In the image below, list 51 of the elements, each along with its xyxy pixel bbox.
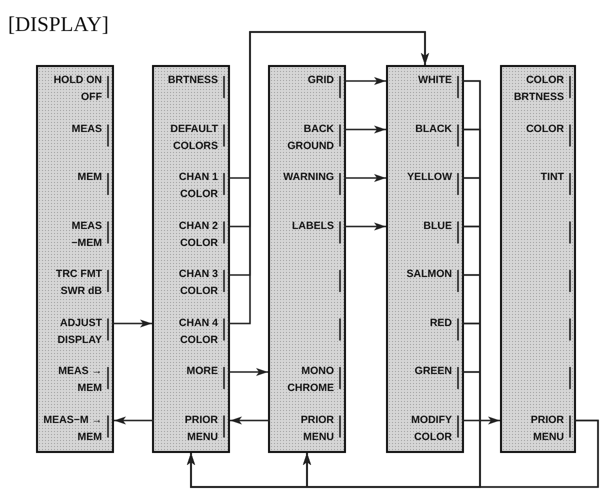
softkey-label: MORE — [154, 363, 228, 380]
softkey-label: WHITE — [388, 72, 462, 89]
softkey-label: GREEN — [388, 363, 462, 380]
arrow — [228, 31, 429, 324]
softkey-label: CHAN 1 COLOR — [154, 169, 228, 203]
softkey-label: WARNING — [270, 169, 344, 186]
arrow — [344, 77, 386, 85]
softkey-label: MEAS — [38, 120, 112, 138]
arrow — [112, 320, 152, 328]
softkey-label: MEAS −MEM — [38, 218, 112, 252]
softkey-label: MEAS−M → MEM — [38, 412, 112, 446]
softkey-label: BLACK — [388, 120, 462, 138]
softkey-label: TINT — [502, 169, 574, 186]
softkey-label: MEM — [38, 169, 112, 186]
softkey-label: GRID — [270, 72, 344, 89]
softkey-label: YELLOW — [388, 169, 462, 186]
softkey-label: MODIFY COLOR — [388, 412, 462, 446]
menu-panel — [152, 65, 230, 453]
softkey-label: MEAS → MEM — [38, 363, 112, 397]
arrow — [230, 416, 270, 424]
menu-panel — [268, 65, 346, 453]
arrow — [344, 126, 386, 134]
softkey-label: COLOR — [502, 120, 574, 138]
softkey-label: MONO CHROME — [270, 363, 344, 397]
softkey-label: HOLD ON OFF — [38, 72, 112, 106]
softkey-label: BRTNESS — [154, 72, 228, 89]
softkey-label: RED — [388, 314, 462, 332]
arrow — [228, 368, 268, 376]
softkey-label: PRIOR MENU — [154, 412, 228, 446]
softkey-label: COLOR BRTNESS — [502, 72, 574, 106]
menu-title: [DISPLAY] — [8, 12, 109, 37]
softkey-label: CHAN 4 COLOR — [154, 314, 228, 348]
softkey-label: CHAN 2 COLOR — [154, 218, 228, 252]
menu-panel — [386, 65, 464, 453]
softkey-label: SALMON — [388, 266, 462, 283]
arrow — [303, 420, 599, 488]
softkey-label: TRC FMT SWR dB — [38, 266, 112, 300]
softkey-label: ADJUST DISPLAY — [38, 314, 112, 348]
menu-panel — [500, 65, 576, 453]
arrow — [344, 174, 386, 182]
softkey-label: CHAN 3 COLOR — [154, 266, 228, 300]
softkey-label: LABELS — [270, 218, 344, 234]
arrow — [462, 416, 500, 424]
menu-panel — [36, 65, 114, 453]
softkey-label: PRIOR MENU — [270, 412, 344, 446]
arrow — [114, 416, 154, 424]
arrow — [344, 222, 386, 230]
softkey-label: BACK GROUND — [270, 120, 344, 154]
softkey-label: DEFAULT COLORS — [154, 120, 228, 154]
softkey-label: PRIOR MENU — [502, 412, 574, 446]
softkey-label: BLUE — [388, 218, 462, 234]
